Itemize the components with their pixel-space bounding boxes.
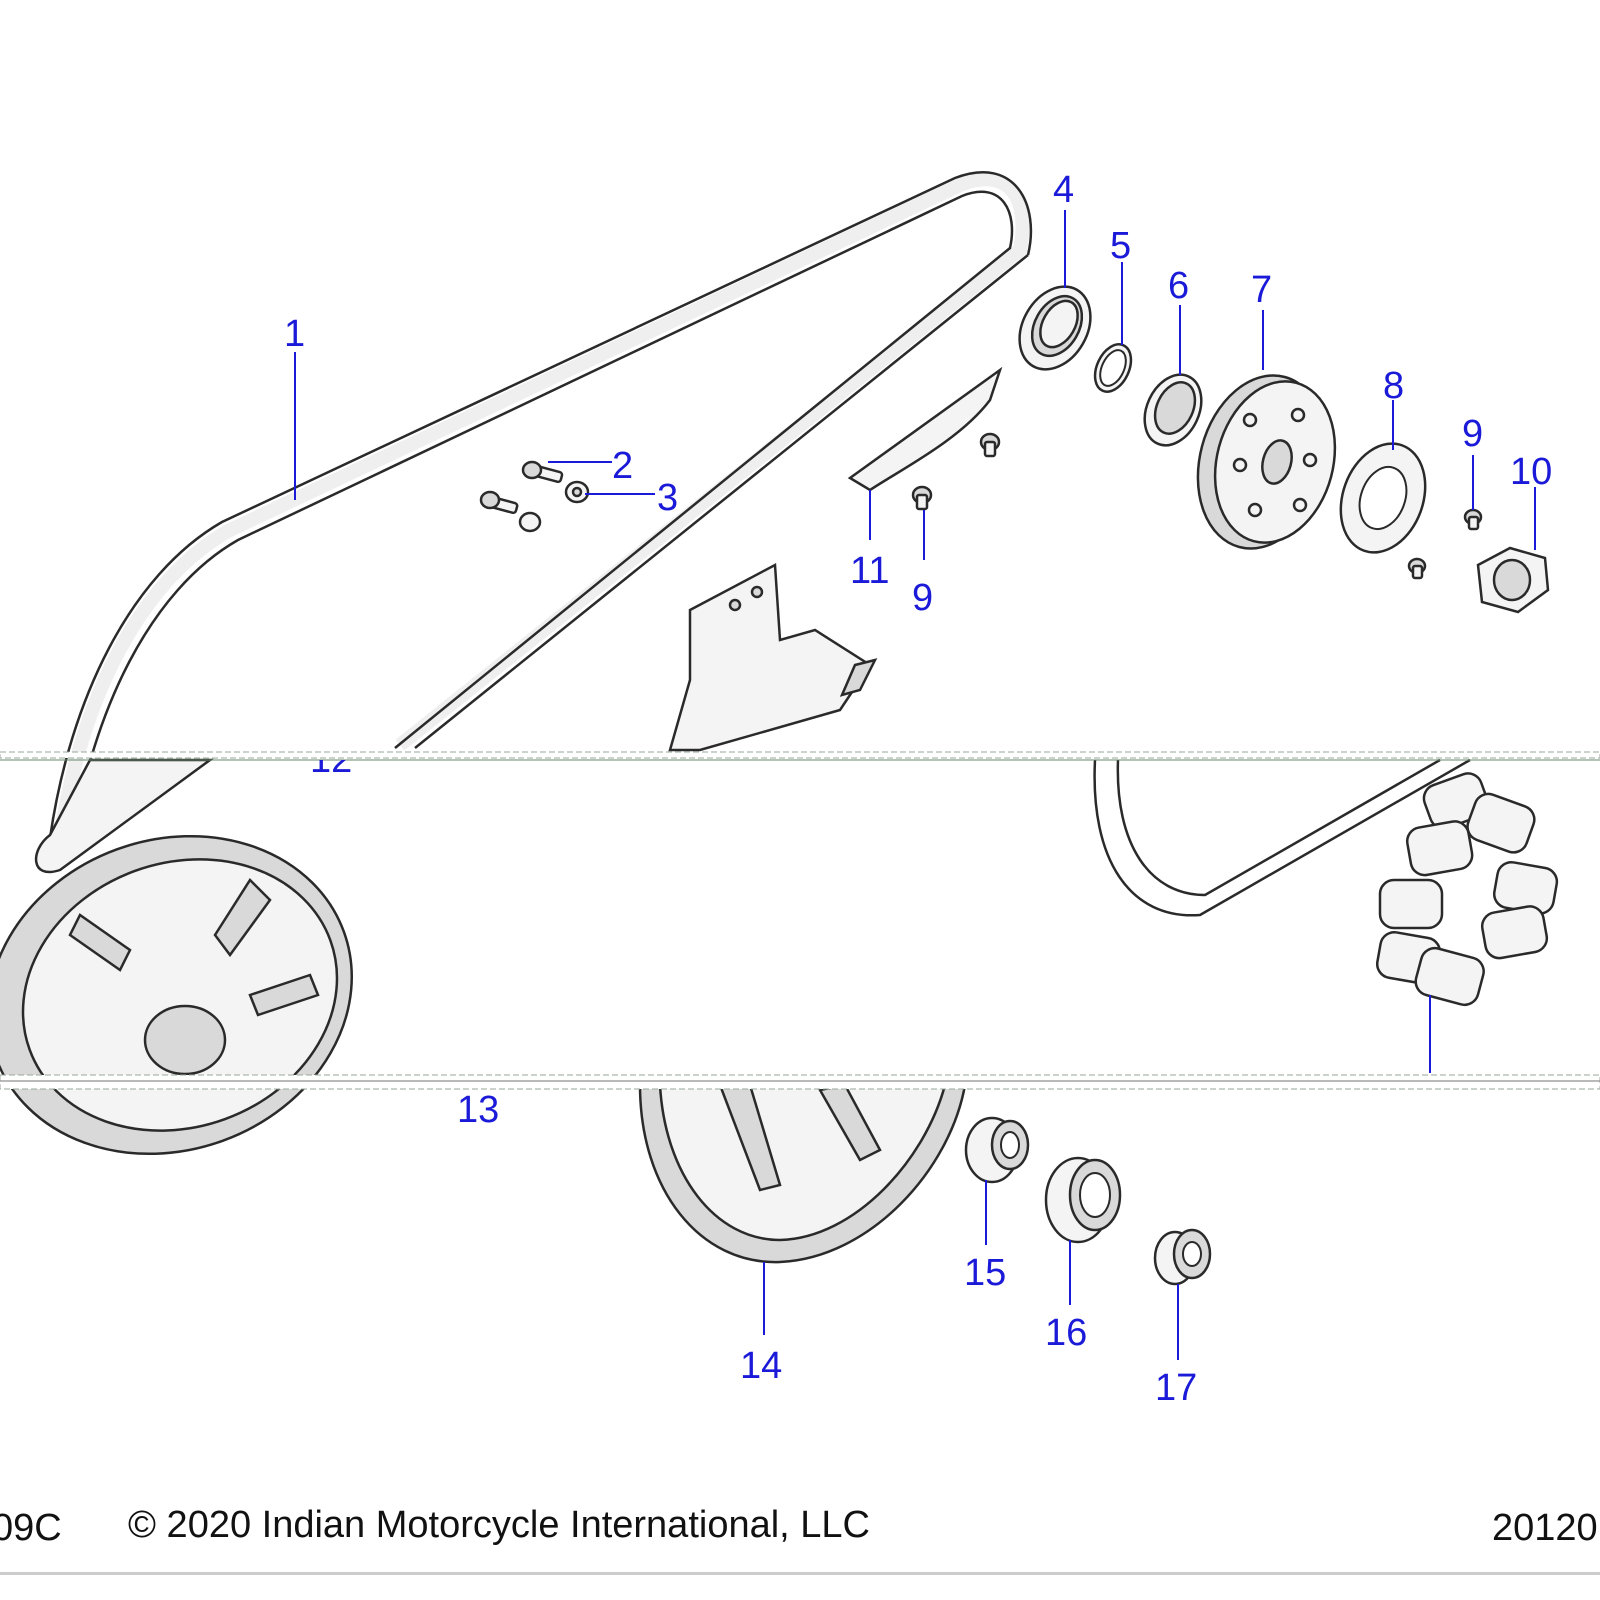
drive-belt-lower (1093, 758, 1471, 917)
scan-band-upper (0, 751, 1600, 759)
callout-15: 15 (964, 1252, 1006, 1294)
callout-5: 5 (1110, 225, 1131, 267)
drive-belt (48, 171, 1033, 846)
callout-13: 13 (457, 1089, 499, 1131)
spacer-6 (1143, 373, 1203, 447)
lock-plate-8 (1339, 442, 1427, 554)
bolt-9 (911, 485, 933, 511)
cush-drive-13 (1375, 772, 1559, 1007)
seal-4 (1018, 285, 1092, 371)
rear-pulley-lower-view (638, 1083, 967, 1264)
bolt-2 (521, 460, 564, 484)
upper-belt-guard (847, 366, 1003, 492)
leader-lines (294, 210, 1536, 1360)
callout-7: 7 (1251, 269, 1272, 311)
belt-guard-lower (34, 758, 214, 874)
washer-left (518, 511, 542, 533)
rear-pulley-14 (0, 834, 353, 1156)
bolt-9b (1463, 508, 1483, 531)
bolt-9-upper (979, 432, 1001, 458)
spacer-15 (964, 1116, 1030, 1184)
callout-1: 1 (284, 313, 305, 355)
callout-8: 8 (1383, 365, 1404, 407)
bolt-left (479, 490, 519, 515)
guard-bracket (668, 562, 878, 752)
footer-right-code: 20120 (1492, 1507, 1598, 1549)
front-sprocket-7 (1196, 374, 1337, 550)
callout-14: 14 (740, 1345, 782, 1387)
footer-left-code: 09C (0, 1507, 62, 1549)
callout-2: 2 (612, 445, 633, 487)
scan-band-line-upper (0, 759, 1600, 761)
nut-10 (1476, 546, 1550, 614)
callout-11: 11 (850, 550, 889, 592)
footer-copyright: © 2020 Indian Motorcycle International, … (128, 1504, 870, 1546)
callout-9-right: 9 (1462, 413, 1483, 455)
washer-3 (564, 480, 590, 504)
bearing-16 (1044, 1156, 1122, 1244)
callout-12: 12 (310, 739, 352, 781)
scan-band-line-lower (0, 1080, 1600, 1082)
spacer-17 (1153, 1228, 1212, 1286)
bolt-9-lower (1407, 557, 1427, 580)
scan-band-footer (0, 1572, 1600, 1575)
callout-16: 16 (1045, 1312, 1087, 1354)
callout-10: 10 (1510, 451, 1552, 493)
callout-6: 6 (1168, 265, 1189, 307)
snap-ring-5 (1093, 343, 1133, 393)
callout-3: 3 (657, 477, 678, 519)
callout-9-left: 9 (912, 577, 933, 619)
callout-4: 4 (1053, 169, 1074, 211)
callout-17: 17 (1155, 1367, 1197, 1409)
